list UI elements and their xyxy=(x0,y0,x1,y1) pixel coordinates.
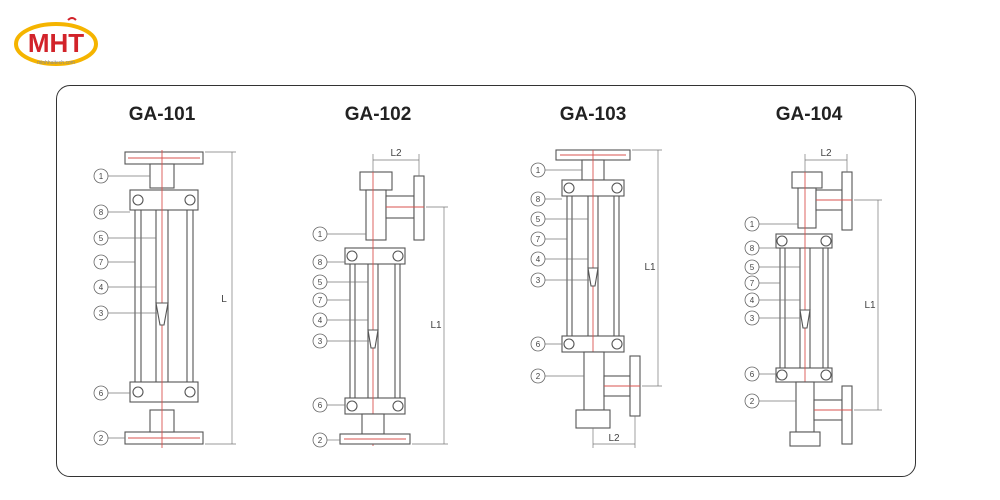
svg-text:5: 5 xyxy=(318,278,323,287)
svg-text:1: 1 xyxy=(99,172,104,181)
svg-text:2: 2 xyxy=(99,434,104,443)
svg-text:3: 3 xyxy=(99,309,104,318)
callouts-ga-102: 1 8 5 7 4 3 6 2 xyxy=(312,226,370,448)
logo-text: MHT xyxy=(28,28,84,58)
svg-text:8: 8 xyxy=(99,208,104,217)
diagram-ga-104: L2 L1 1 8 5 7 4 3 6 2 xyxy=(744,148,882,447)
svg-text:7: 7 xyxy=(318,296,323,305)
svg-text:6: 6 xyxy=(750,370,755,379)
svg-text:5: 5 xyxy=(750,263,755,272)
dim-label-l1: L1 xyxy=(430,320,442,331)
callouts-ga-101: 1 8 5 7 4 3 6 2 xyxy=(93,168,158,446)
svg-text:4: 4 xyxy=(750,296,755,305)
svg-text:5: 5 xyxy=(536,215,541,224)
svg-text:4: 4 xyxy=(536,255,541,264)
logo-url: minhhaitech.com xyxy=(37,60,75,66)
diagram-ga-102: L2 L1 1 8 5 7 4 3 6 2 xyxy=(312,148,448,448)
svg-text:2: 2 xyxy=(750,397,755,406)
svg-text:3: 3 xyxy=(318,337,323,346)
svg-text:1: 1 xyxy=(536,166,541,175)
svg-text:1: 1 xyxy=(750,220,755,229)
drawing-panel xyxy=(56,85,916,477)
diagram-ga-101: L 1 8 5 7 4 3 6 2 xyxy=(93,150,236,448)
callouts-ga-104: 1 8 5 7 4 3 6 2 xyxy=(744,216,802,409)
svg-text:1: 1 xyxy=(318,230,323,239)
svg-text:7: 7 xyxy=(536,235,541,244)
dim-label-l2: L2 xyxy=(820,148,832,159)
svg-text:4: 4 xyxy=(318,316,323,325)
svg-text:6: 6 xyxy=(99,389,104,398)
svg-text:2: 2 xyxy=(318,436,323,445)
dim-label-l1: L1 xyxy=(644,262,656,273)
svg-text:2: 2 xyxy=(536,372,541,381)
title-ga-101: GA-101 xyxy=(128,104,196,125)
dim-label-l2: L2 xyxy=(390,148,402,159)
svg-text:4: 4 xyxy=(99,283,104,292)
svg-text:8: 8 xyxy=(750,244,755,253)
brand-logo: MHT minhhaitech.com xyxy=(12,14,100,70)
diagram-ga-103: L1 L2 1 8 5 7 4 3 6 2 xyxy=(530,149,662,448)
svg-text:6: 6 xyxy=(536,340,541,349)
svg-text:7: 7 xyxy=(99,258,104,267)
title-ga-104: GA-104 xyxy=(775,104,843,125)
svg-text:3: 3 xyxy=(750,314,755,323)
svg-text:3: 3 xyxy=(536,276,541,285)
title-ga-103: GA-103 xyxy=(559,104,627,125)
svg-text:8: 8 xyxy=(318,258,323,267)
svg-text:8: 8 xyxy=(536,195,541,204)
svg-text:6: 6 xyxy=(318,401,323,410)
dim-label-l2: L2 xyxy=(608,433,620,444)
svg-text:5: 5 xyxy=(99,234,104,243)
svg-text:7: 7 xyxy=(750,279,755,288)
callouts-ga-103: 1 8 5 7 4 3 6 2 xyxy=(530,162,590,384)
dim-label-l1: L1 xyxy=(864,300,876,311)
dim-label-l: L xyxy=(221,294,227,305)
title-ga-102: GA-102 xyxy=(344,104,412,125)
